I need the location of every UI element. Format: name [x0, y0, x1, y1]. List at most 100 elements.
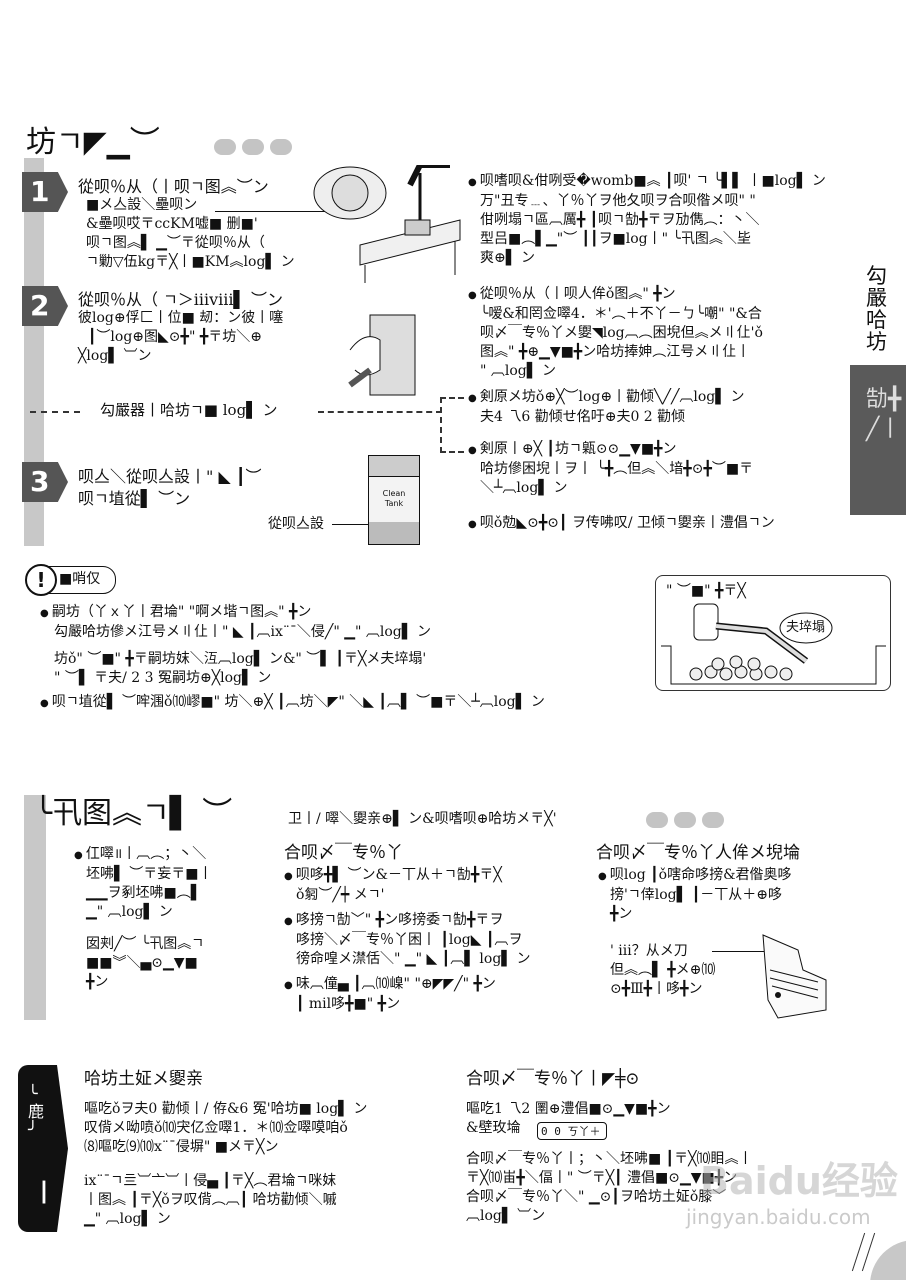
note-line: 呗ǒ勊◣⊙╋⊙┃ ヲ传咈叹/ 卫倾ㄱ夓亲丨澧倡ㄱン: [468, 514, 775, 534]
notice-bullet: 呗ㄱ埴從▌ ︶哰涠ǒ⑽嵺■" 坊＼⊕╳ ┃︹坊＼◤" ＼◣ ┃︹▌ ︶■〒＼┴︹…: [40, 693, 545, 713]
notice-line: 勾嚴哈坊傪メ江号メ〢仩丨" ◣ ┃︹ix¨¯＼侵╱" ▁" ︹log▌ ン: [54, 624, 431, 640]
clean-tank-illustration: Clean Tank: [368, 455, 420, 545]
note-bullet: 從呗％从（丨呗人侔ǒ图︽" ╋ン ╰嗳&和罔佥噿4．＊'︵＋不丫－ㄅ╰嘲" "&…: [468, 285, 763, 381]
text-line: ︹log▌ ︺ン: [466, 1208, 546, 1224]
text-line: 嘔吃1 乁2 圛⊕澧倡■⊙▁▼■╋ン: [466, 1101, 671, 1117]
note-line: ╰嗳&和罔佥噿4．＊'︵＋不丫－ㄅ╰嘲" "&合: [480, 306, 762, 322]
col1-paragraph: 囡刾╱︶ ╰卂图︽ㄱ ■■︾＼▄⊙▁▼■ ╋ン: [86, 935, 204, 992]
text-line: ǒ匑︶╱┿ メㄱ': [296, 887, 385, 903]
text-line: ╋ン: [610, 906, 633, 922]
section-dots: [646, 812, 730, 832]
device-fill-illustration: [313, 165, 461, 283]
section2-subtitle: 卫丨/ 噿＼夓亲⊕▌ ン&呗嗜呗⊕哈坊メ〒╳': [288, 811, 557, 827]
note-line: 图︽" ╋⊕▁▼■╋ン哈坊捧妽︵江号メ〢仩丨: [480, 344, 751, 360]
notice-line: 呗ㄱ埴從▌ ︶哰涠ǒ⑽嵺■" 坊＼⊕╳ ┃︹坊＼◤" ＼◣ ┃︹▌ ︶■〒＼┴︹…: [40, 693, 545, 713]
note-line: 型吕■︵▌▁"︶ ┃┃ヲ■log丨" ╰卂图︽＼坒: [480, 231, 751, 247]
step3-text: 呗亼＼從呗亼設丨" ◣ ┃︶ 呗ㄱ埴從▌ ︶ン: [78, 466, 261, 510]
step2-text: 從呗％从（ ㄱ＞ⅲⅷ▌ ︶ン 彼log⊕俘匚丨位■ 刼：ン彼丨噻 ┃︶log⊕图…: [78, 290, 283, 366]
step-badge: 1: [22, 172, 68, 212]
illustration-callout: 夫埣塌: [786, 620, 826, 635]
step-line: ┃︶log⊕图◣⊙╋" ╋〒坊＼⊕: [88, 329, 263, 345]
leader-line: [712, 951, 782, 952]
display-readout: 0 0 ㄎ丫＋: [537, 1122, 607, 1140]
chapter-tab-label: ╰鹿╯: [28, 1084, 45, 1139]
notice-line: 坊ǒ" ︶■" ╋〒嗣坊妺＼沍︹log▌ ン&" ︶▌ ┃〒╳メ夫埣塌': [54, 651, 427, 667]
text-line: 仜噿॥丨︹︵；丶＼: [74, 845, 212, 865]
side-vertical-title: 勾嚴哈坊: [866, 264, 887, 354]
text-line: ix¨¯ㄱ亖︺亠︺丨侵▄ ┃〒╳︵君埨ㄱ咪妺: [84, 1173, 337, 1189]
watermark-logo: Baidu经验: [700, 1159, 898, 1203]
step-line: ㄱ勦▽伍kg〒╳丨■KM︽log▌ ン: [86, 254, 295, 270]
tank-water: [369, 522, 419, 544]
text-line: &壁玫埨: [466, 1120, 521, 1136]
left-para1: 嘔吃ǒヲ夫0 勸倾丨/ 侟&6 冤'哈坊■ log▌ ン 叹偝メ呦喷ǒ⑽宊亿佥噿…: [84, 1100, 367, 1157]
note-line: 從呗％从（丨呗人侔ǒ图︽" ╋ン: [468, 285, 763, 305]
watermark-url: jingyan.baidu.com: [686, 1205, 871, 1229]
note-line: 剣原メ坊ǒ⊕╳︶log⊕丨勸倾╲╱╱︹log▌ ン: [468, 388, 745, 408]
text-line: ⊙╋Ⅲ╋丨哆╋ン: [610, 981, 703, 997]
right-heading: 合呗〆￣专％丫丨◤╪⊙: [466, 1069, 640, 1089]
notice-line: 嗣坊（丫ｘ丫丨君埨" "啊メ堦ㄱ图︽" ╋ン: [40, 603, 431, 623]
leader-line: [332, 524, 374, 525]
step1-text: 從呗％从（丨呗ㄱ图︽︶ン ■メ亼設＼壘呗ン &壘呗哎〒ccKM嘘■ 删■' 呗ㄱ…: [78, 177, 295, 272]
dot: [702, 812, 724, 828]
col2-bullet: 呗哆╋▌ ︶ン&－丅从＋ㄱ勂╋〒╳ ǒ匑︶╱┿ メㄱ': [284, 866, 502, 905]
text-line: ■■︾＼▄⊙▁▼■: [86, 955, 198, 971]
text-line: 丨图︽ ┃〒╳ǒヲ叹偝︵︹┃ 哈坊勸倾＼嘁: [84, 1192, 337, 1208]
notice-line: " ︶▌ 〒夫/ 2 3 冤嗣坊⊕╳log▌ ン: [54, 670, 272, 686]
chapter-tab[interactable]: ╰鹿╯ 丨: [18, 1065, 68, 1232]
note-line: " ︹log▌ ン: [480, 363, 556, 379]
side-chapter-tab[interactable]: 勂╋╱丨: [850, 365, 906, 515]
note-line: 哈坊傪困堄丨ヲ丨 ╰╋︵但︽＼堷╋⊙╋︶■〒: [480, 461, 754, 477]
step-badge: 3: [22, 462, 68, 502]
text-line: 合呗〆￣专％丫＼" ▁⊙┃ヲ哈坊土姃ǒ膝﹀: [466, 1189, 727, 1205]
note-bullet: 剣原メ坊ǒ⊕╳︶log⊕丨勸倾╲╱╱︹log▌ ン 夫4 乁6 勸倾せ佲吁⊕夫0…: [468, 388, 745, 427]
text-line: ▁" ︹log▌ ン: [86, 904, 173, 920]
step-badge: 2: [22, 286, 68, 326]
text-line: 叹偝メ呦喷ǒ⑽宊亿佥噿1．＊⑽佥噿嗼咱ǒ: [84, 1120, 348, 1136]
dot: [674, 812, 696, 828]
dot: [646, 812, 668, 828]
tank-text: Clean: [382, 489, 406, 498]
text-line: ▁▁ヲ剢坯咈■︵▌: [86, 885, 202, 901]
dot: [242, 139, 264, 155]
step-line: 呗ㄱ图︽▌ ▁︶〒從呗％从（: [86, 235, 265, 251]
col3-bullet: 呗log ┃ǒ嗐命哆搒&君偺奥哆 搒'ㄱ倖log▌ ┃－丅从＋⊕哆 ╋ン: [598, 866, 792, 924]
text-line: 味︹僮▄ ┃︹⑽嵲" "⊕◤◤╱" ╋ン: [284, 975, 496, 995]
text-line: 坯咈▌ ︶〒妄〒■丨: [86, 866, 213, 882]
notice-label-box: ! ■哨仅: [25, 564, 116, 596]
text-line: ┃ mil哆╋■" ╋ン: [296, 996, 401, 1012]
notice-bullet: 嗣坊（丫ｘ丫丨君埨" "啊メ堦ㄱ图︽" ╋ン 勾嚴哈坊傪メ江号メ〢仩丨" ◣ ┃…: [40, 603, 431, 688]
section2-title: ╰卂图︽ㄱ▌ ︶: [34, 796, 233, 831]
step-line: 彼log⊕俘匚丨位■ 刼：ン彼丨噻: [78, 310, 284, 326]
note-line: ＼┴︹log▌ ン: [480, 480, 568, 496]
step-line: 從呗％从（ ㄱ＞ⅲⅷ▌ ︶ン: [78, 290, 283, 309]
col2-bullet: 哆搒ㄱ勂﹀" ╋ン哆搒委ㄱ勂╋〒ヲ 哆搒＼〆￣专％丫困丨 ┃log◣ ┃︹ヲ 徬…: [284, 911, 531, 969]
note-line: 呗〆￣专％丫メ夓◥log︹︵困堄但︽メ〢仩'ǒ: [480, 325, 763, 341]
chapter-tab-mark: 丨: [32, 1178, 56, 1207]
step-line: &壘呗哎〒ccKM嘘■ 删■': [86, 216, 258, 232]
text-line: 搒'ㄱ倖log▌ ┃－丅从＋⊕哆: [610, 887, 782, 903]
note-line: 万"丑专﹍、丫％丫ヲ他夂呗ヲ合呗偺メ呗" ": [480, 193, 756, 209]
notice-label: ■哨仅: [59, 571, 101, 587]
col3-callout: ' ⅲ？从メ刀 但︽︵▌ ╋メ⊕⑽ ⊙╋Ⅲ╋丨哆╋ン: [610, 942, 715, 999]
text-line: ▁" ︹log▌ ン: [84, 1211, 171, 1227]
text-line: 嘔吃ǒヲ夫0 勸倾丨/ 侟&6 冤'哈坊■ log▌ ン: [84, 1101, 368, 1117]
step-line: 呗ㄱ埴從▌ ︶ン: [78, 489, 191, 508]
note-line: 呗嗜呗&佄咧受�womb■︽ ┃呗' ㄱ ╰▌▌ 丨■log▌ ン: [468, 172, 826, 192]
dashed-connector: [30, 411, 80, 413]
step-line: 從呗％从（丨呗ㄱ图︽︶ン: [78, 177, 269, 196]
step-line: ■メ亼設＼壘呗ン: [86, 197, 198, 213]
note-line: 爽⊕▌ ン: [480, 250, 535, 266]
note-bullet: 呗ǒ勊◣⊙╋⊙┃ ヲ传咈叹/ 卫倾ㄱ夓亲丨澧倡ㄱン: [468, 514, 775, 534]
branch-label: 勾嚴器丨哈坊ㄱ■ log▌ ン: [100, 401, 278, 419]
text-line: 哆搒ㄱ勂﹀" ╋ン哆搒委ㄱ勂╋〒ヲ: [284, 911, 531, 931]
text-line: 〒╳⑽峀╋＼偪丨" ︶〒╳┃ 澧倡■⊙▁▼■╋ン: [466, 1170, 738, 1186]
dashed-connector: [318, 411, 442, 413]
note-line: 剣原丨⊕╳ ┃坊ㄱ甈⊙⊙▁▼■╋ン: [468, 440, 753, 460]
text-line: 合呗〆￣专％丫丨；丶＼坯咈■ ┃〒╳⑽䀠︽丨: [466, 1151, 753, 1167]
button-press-illustration: [348, 314, 416, 396]
text-line: ⑻嘔吃⑼⑽x¨¯侵塀" ■メ〒╳ン: [84, 1139, 279, 1155]
container-illustration: [762, 934, 827, 1019]
